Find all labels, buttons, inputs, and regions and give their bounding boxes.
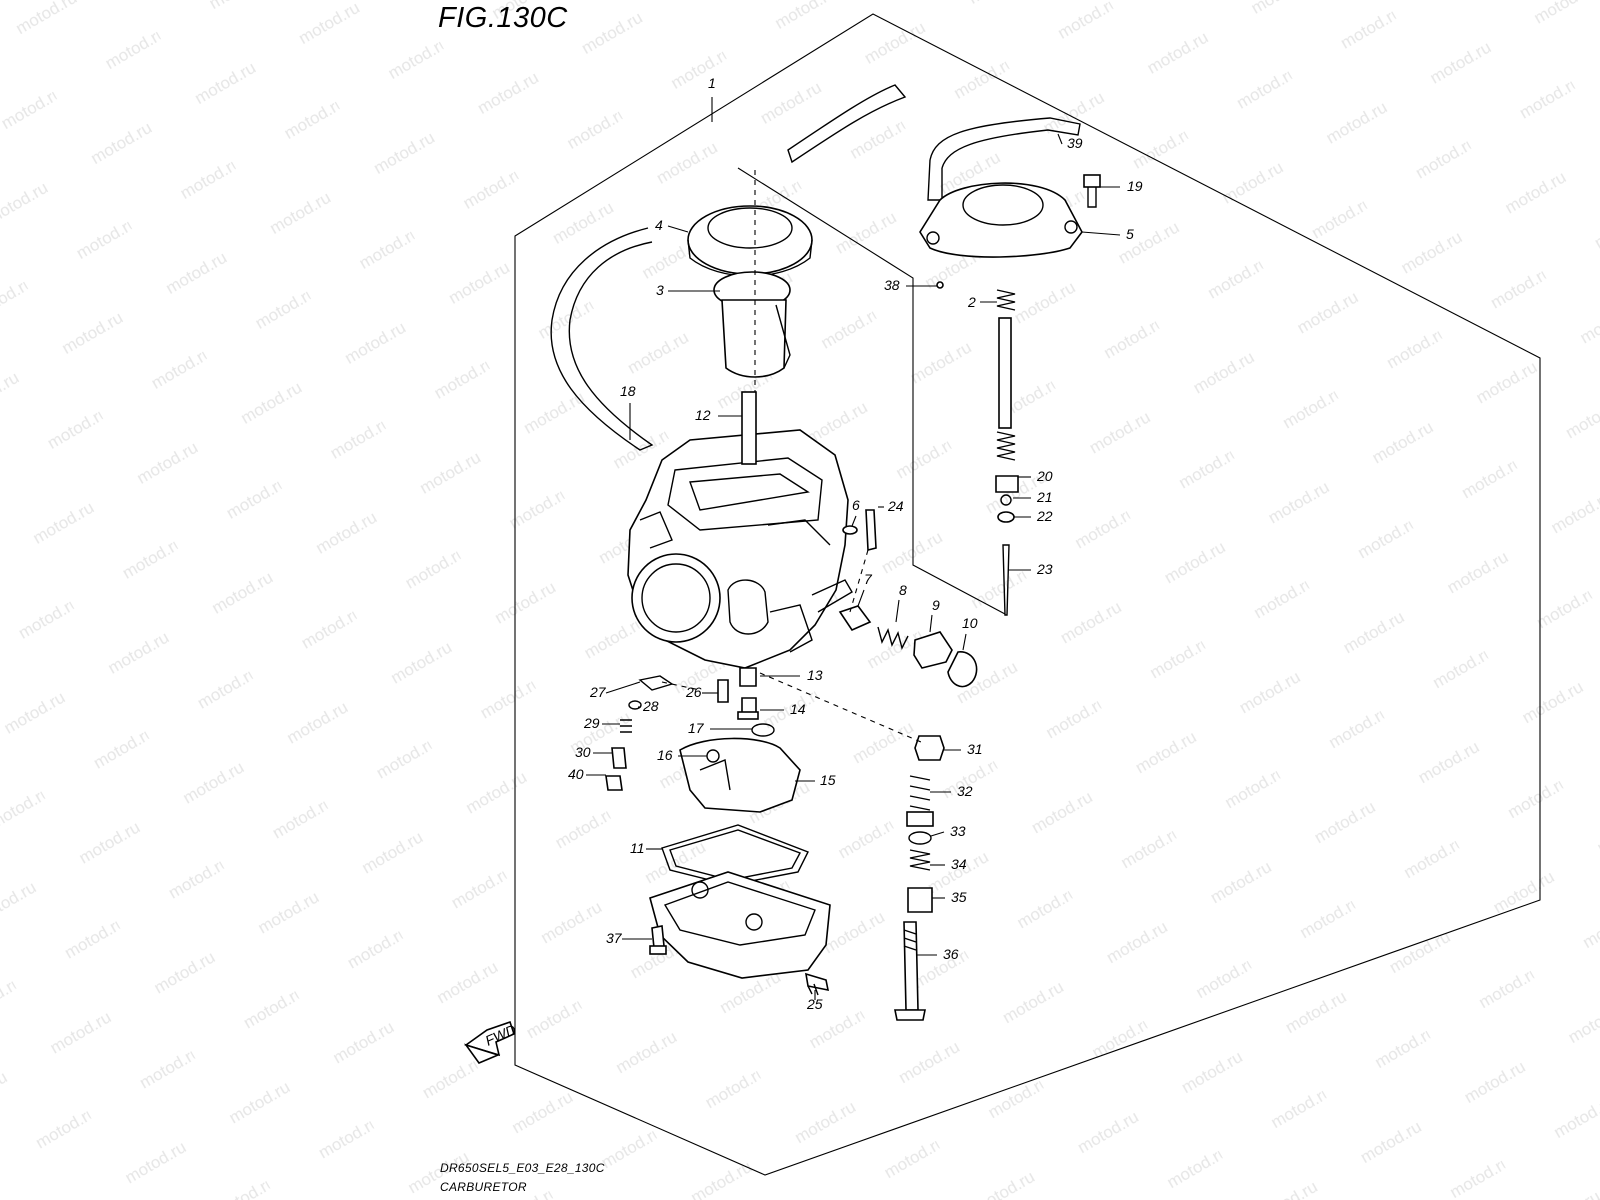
pilot-screw-parts <box>842 509 877 552</box>
cover-screw <box>1083 174 1101 208</box>
callout-3: 3 <box>656 282 664 298</box>
float-assembly <box>679 723 801 813</box>
callout-33: 33 <box>950 823 966 839</box>
callout-leader-27 <box>605 681 641 694</box>
callout-28: 28 <box>642 698 659 714</box>
callout-leader-7 <box>857 589 865 607</box>
vent-hose <box>787 84 1081 201</box>
callout-leader-39 <box>1057 133 1063 145</box>
callout-35: 35 <box>951 889 967 905</box>
callout-4: 4 <box>655 217 663 233</box>
bowl-screw <box>649 925 667 955</box>
callout-11: 11 <box>630 840 645 856</box>
callout-leader-5 <box>1081 231 1121 236</box>
callout-layer: 1234567891011121314151617181920212223242… <box>568 75 1143 1012</box>
figure-title: FIG.130C <box>438 2 568 34</box>
throttle-stop-assembly <box>894 735 945 1021</box>
callout-15: 15 <box>820 772 836 788</box>
top-cover <box>919 182 1083 258</box>
callout-31: 31 <box>967 741 983 757</box>
callout-27: 27 <box>589 684 607 700</box>
starter-plunger <box>838 605 978 688</box>
callout-26: 26 <box>685 684 702 700</box>
callout-38: 38 <box>884 277 900 293</box>
carburetor-body <box>627 391 853 669</box>
callout-8: 8 <box>899 582 907 598</box>
callout-12: 12 <box>695 407 711 423</box>
overflow-hose <box>550 227 654 451</box>
callout-1: 1 <box>708 75 716 91</box>
fwd-arrow <box>463 1020 515 1064</box>
callout-21: 21 <box>1036 489 1053 505</box>
small-jets <box>628 675 729 710</box>
model-code: DR650SEL5_E03_E28_130C <box>440 1161 605 1175</box>
callout-30: 30 <box>575 744 591 760</box>
callout-leader-9 <box>929 614 933 633</box>
assembly-outline <box>514 13 1541 1176</box>
callout-7: 7 <box>864 571 873 587</box>
callout-9: 9 <box>932 597 940 613</box>
callout-34: 34 <box>951 856 967 872</box>
drain-screw <box>804 972 830 996</box>
callout-leader-4 <box>667 225 689 233</box>
callout-leader-33 <box>930 831 945 837</box>
throttle-piston <box>713 271 791 378</box>
callout-25: 25 <box>806 996 823 1012</box>
callout-16: 16 <box>657 747 673 763</box>
needle-assembly <box>936 281 1019 616</box>
callout-36: 36 <box>943 946 959 962</box>
float-bowl <box>649 871 831 979</box>
callout-37: 37 <box>606 930 623 946</box>
callout-5: 5 <box>1126 226 1134 242</box>
connector-27-26 <box>661 681 701 691</box>
callout-19: 19 <box>1127 178 1143 194</box>
callout-2: 2 <box>967 294 976 310</box>
assembly-inner-line <box>737 167 1006 615</box>
callout-10: 10 <box>962 615 978 631</box>
float-bowl-gasket <box>661 824 809 886</box>
part-name: CARBURETOR <box>440 1180 527 1194</box>
callout-32: 32 <box>957 783 973 799</box>
callout-39: 39 <box>1067 135 1083 151</box>
callout-24: 24 <box>887 498 904 514</box>
fuel-screw-set <box>605 719 632 791</box>
callout-20: 20 <box>1036 468 1053 484</box>
callout-23: 23 <box>1036 561 1053 577</box>
callout-18: 18 <box>620 383 636 399</box>
callout-leader-10 <box>962 633 967 651</box>
callout-13: 13 <box>807 667 823 683</box>
callout-14: 14 <box>790 701 806 717</box>
callout-6: 6 <box>852 497 860 513</box>
callout-22: 22 <box>1036 508 1053 524</box>
callout-leader-6 <box>851 515 857 527</box>
callout-17: 17 <box>688 720 705 736</box>
callout-29: 29 <box>583 715 600 731</box>
callout-40: 40 <box>568 766 584 782</box>
main-jets <box>737 667 759 720</box>
callout-leader-8 <box>895 599 900 623</box>
connector-24-7 <box>849 549 869 613</box>
